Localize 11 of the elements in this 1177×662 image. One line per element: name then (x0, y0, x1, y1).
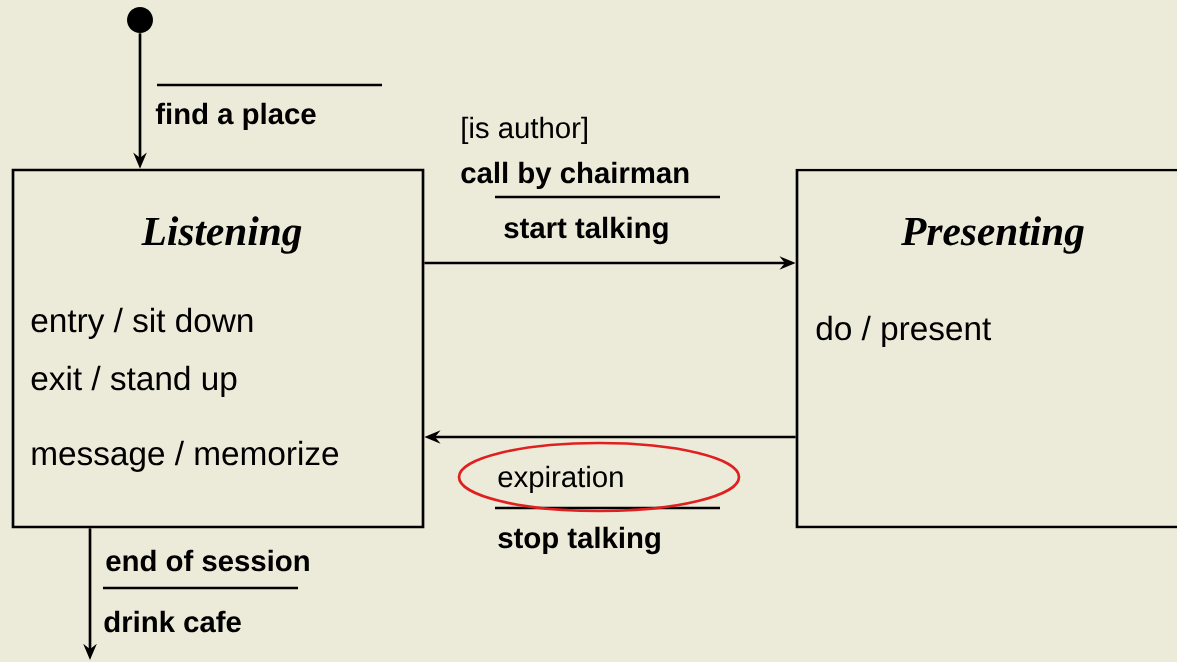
initial-state-dot (127, 7, 153, 33)
transition-text: start talking (504, 216, 668, 245)
state-box: Presenting do / present (795, 168, 1177, 529)
transition-text: [is author] (462, 116, 587, 145)
edge-label: call by chairman (461, 161, 689, 190)
edge-label: expiration (498, 465, 623, 494)
state-box: Listening entry / sit down exit / stand up message / memorize (11, 168, 425, 529)
edge-label: find a place (155, 102, 316, 131)
transition-text: stop talking (498, 526, 660, 555)
transition-text: drink cafe (104, 610, 241, 633)
edge-label: end of session (106, 549, 309, 572)
